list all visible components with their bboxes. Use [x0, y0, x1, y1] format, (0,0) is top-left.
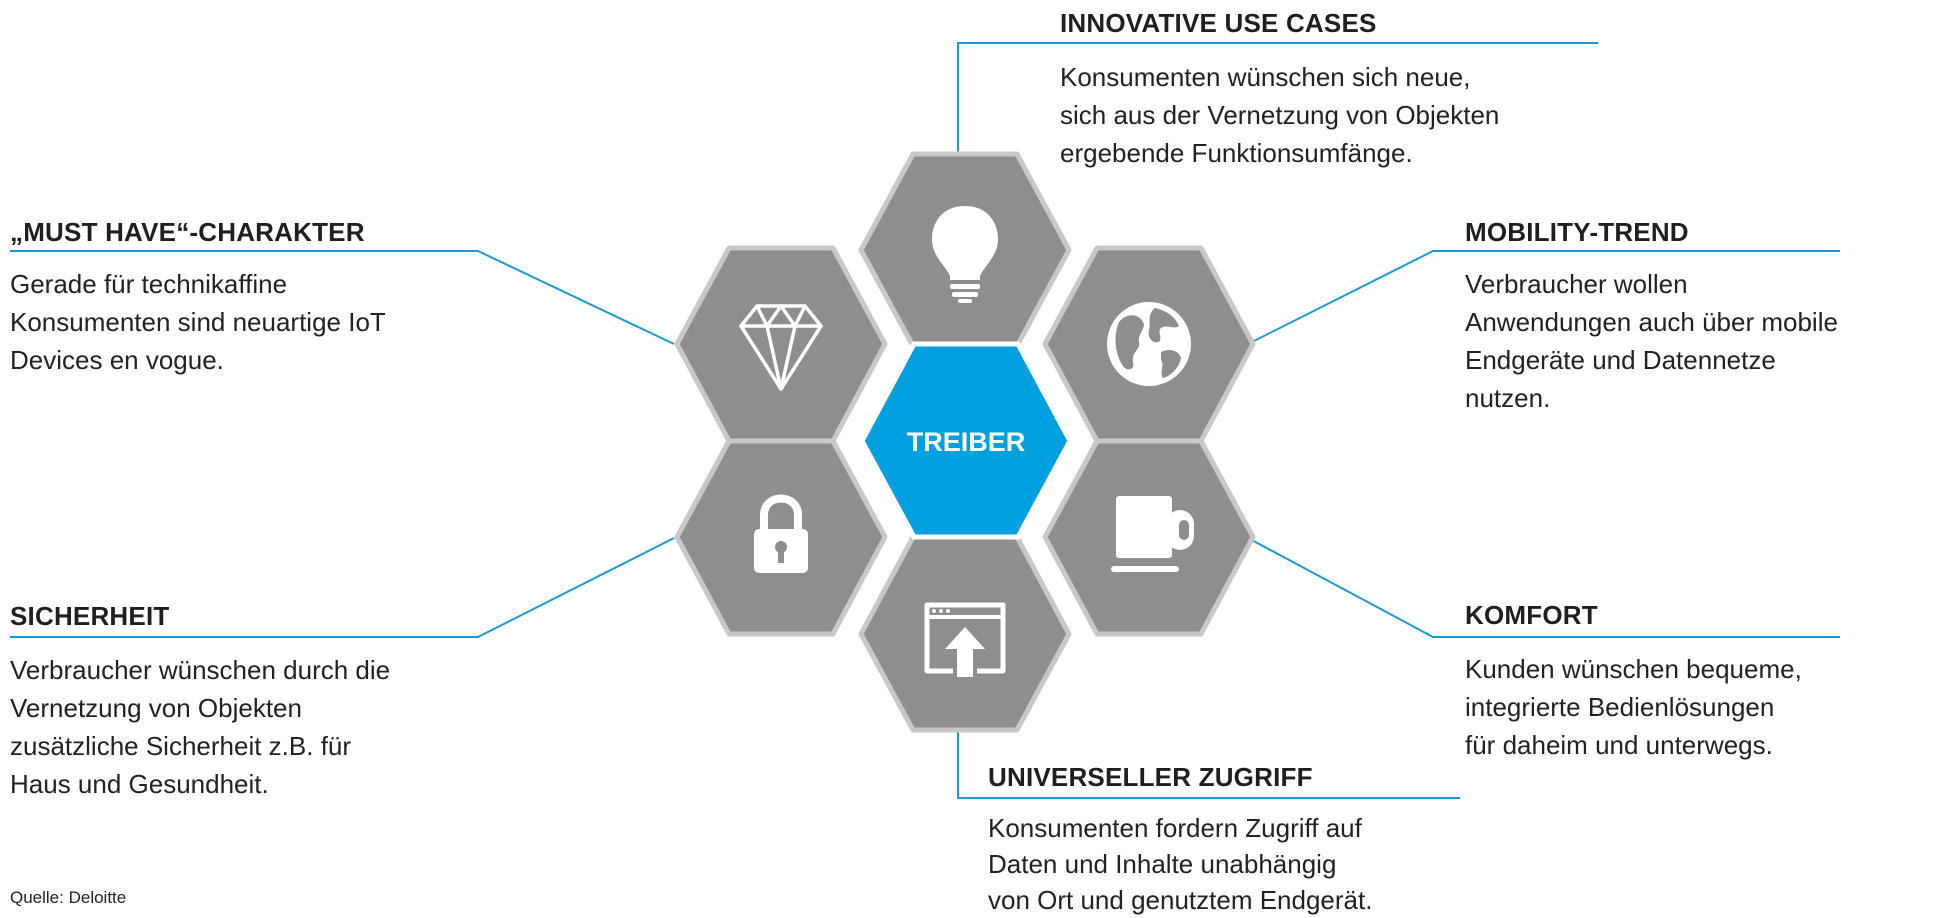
description-line: Kunden wünschen bequeme,	[1465, 654, 1802, 684]
hex-zugriff	[858, 534, 1072, 733]
driver-zugriff: UNIVERSELLER ZUGRIFF Konsumenten fordern…	[988, 762, 1372, 918]
description-line: Haus und Gesundheit.	[10, 769, 269, 799]
driver-musthave: „MUST HAVE“-CHARAKTER Gerade für technik…	[10, 217, 386, 379]
browser-upload-icon	[924, 602, 1006, 677]
hex-center: TREIBER	[859, 341, 1073, 540]
driver-innovative: INNOVATIVE USE CASES Konsumenten wünsche…	[1060, 8, 1499, 172]
driver-description: Gerade für technikaffine Konsumenten sin…	[10, 265, 386, 379]
description-line: Konsumenten wünschen sich neue,	[1060, 62, 1471, 92]
description-line: sich aus der Vernetzung von Objekten	[1060, 100, 1500, 130]
hex-komfort	[1042, 438, 1256, 637]
driver-description: Verbraucher wollen Anwendungen auch über…	[1465, 265, 1838, 417]
lightbulb-icon	[932, 206, 998, 303]
driver-sicherheit: SICHERHEIT Verbraucher wünschen durch di…	[10, 601, 390, 803]
description-line: für daheim und unterwegs.	[1465, 730, 1773, 760]
connector-mobility	[1247, 250, 1840, 345]
driver-description: Verbraucher wünschen durch die Vernetzun…	[10, 651, 390, 803]
description-line: Endgeräte und Datennetze	[1465, 345, 1776, 375]
connector-musthave	[10, 250, 675, 345]
description-line: nutzen.	[1465, 383, 1551, 413]
description-line: integrierte Bedienlösungen	[1465, 692, 1775, 722]
description-line: Verbraucher wollen	[1465, 269, 1688, 299]
connector-zugriff	[957, 732, 1460, 799]
driver-description: Konsumenten wünschen sich neue, sich aus…	[1060, 58, 1499, 172]
driver-title: MOBILITY-TREND	[1465, 217, 1689, 247]
hex-mobility	[1042, 245, 1256, 444]
driver-title: KOMFORT	[1465, 600, 1598, 630]
description-line: Konsumenten fordern Zugriff auf	[988, 813, 1362, 843]
driver-description: Konsumenten fordern Zugriff auf Daten un…	[988, 810, 1372, 918]
padlock-icon	[754, 494, 808, 573]
hex-sicherheit	[674, 438, 888, 637]
diamond-icon	[739, 304, 823, 391]
description-line: zusätzliche Sicherheit z.B. für	[10, 731, 352, 761]
driver-komfort: KOMFORT Kunden wünschen bequeme, integri…	[1465, 600, 1802, 764]
driver-description: Kunden wünschen bequeme, integrierte Bed…	[1465, 650, 1802, 764]
source-note: Quelle: Deloitte	[10, 888, 127, 907]
driver-title: „MUST HAVE“-CHARAKTER	[10, 217, 365, 247]
description-line: von Ort und genutztem Endgerät.	[988, 885, 1373, 915]
description-line: Anwendungen auch über mobile	[1465, 307, 1838, 337]
description-line: Devices en vogue.	[10, 345, 224, 375]
description-line: Vernetzung von Objekten	[10, 693, 302, 723]
connector-komfort	[1247, 537, 1840, 638]
coffee-mug-icon	[1111, 496, 1194, 572]
description-line: Konsumenten sind neuartige IoT	[10, 307, 386, 337]
connector-lines	[10, 42, 1840, 799]
center-label: TREIBER	[907, 427, 1026, 457]
connector-sicherheit	[10, 537, 675, 638]
connector-innovative	[957, 42, 1598, 153]
description-line: Gerade für technikaffine	[10, 269, 288, 299]
driver-title: SICHERHEIT	[10, 601, 170, 631]
hex-musthave	[674, 245, 888, 444]
hex-innovative	[858, 151, 1072, 349]
description-line: Verbraucher wünschen durch die	[10, 655, 391, 685]
driver-mobility: MOBILITY-TREND Verbraucher wollen Anwend…	[1465, 217, 1838, 417]
globe-icon	[1107, 302, 1191, 386]
description-line: ergebende Funktionsumfänge.	[1060, 138, 1413, 168]
driver-title: INNOVATIVE USE CASES	[1060, 8, 1377, 38]
description-line: Daten und Inhalte unabhängig	[988, 849, 1337, 879]
driver-title: UNIVERSELLER ZUGRIFF	[988, 762, 1313, 792]
